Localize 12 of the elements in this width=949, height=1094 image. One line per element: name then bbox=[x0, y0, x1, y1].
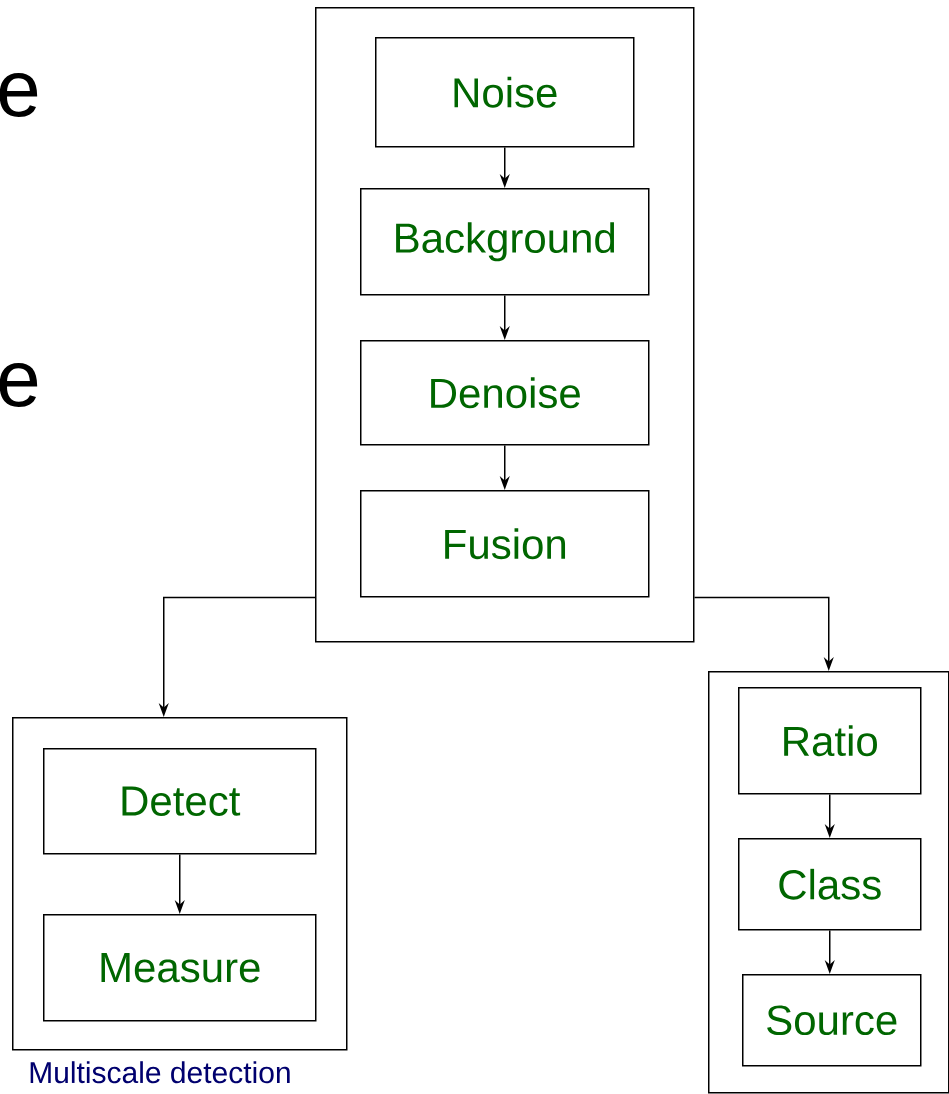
process-box: Noise bbox=[375, 37, 635, 148]
process-box: Fusion bbox=[360, 490, 650, 598]
process-box: Measure bbox=[43, 914, 317, 1022]
process-box: Class bbox=[738, 838, 922, 931]
process-box: Background bbox=[360, 188, 650, 296]
process-box: Source bbox=[742, 974, 922, 1067]
node-label: Multiscale detection bbox=[30, 1061, 290, 1084]
process-box: Detect bbox=[43, 748, 317, 855]
title-letter: e bbox=[0, 73, 38, 117]
process-box: Denoise bbox=[360, 340, 650, 446]
title-letter: e bbox=[0, 363, 38, 407]
process-box: Ratio bbox=[738, 687, 922, 795]
